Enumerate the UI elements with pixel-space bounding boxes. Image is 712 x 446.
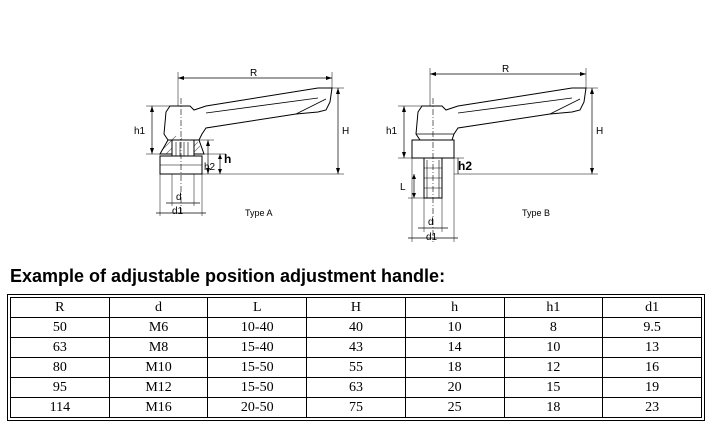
type-a-lever	[163, 87, 333, 141]
table-cell: 12	[503, 357, 604, 378]
table-row: 50 M6 10-40 40 10 8 9.5	[10, 317, 702, 338]
table-cell: 114	[10, 397, 110, 418]
type-b-dim-R: R	[502, 64, 509, 75]
type-a-dim-R: R	[250, 68, 257, 79]
table-cell: 16	[602, 357, 702, 378]
table-cell: 10-40	[207, 317, 308, 338]
table-header-row: R d L H h h1 d1	[10, 297, 702, 318]
type-b-label: Type B	[522, 208, 550, 218]
table-cell: 18	[404, 357, 505, 378]
column-header: h1	[503, 297, 604, 318]
table-cell: 18	[503, 397, 604, 418]
type-b-dim-h2: h2	[458, 159, 472, 173]
table-cell: 25	[404, 397, 505, 418]
table-cell: 63	[306, 377, 406, 398]
table-cell: 80	[10, 357, 110, 378]
table-cell: 50	[10, 317, 110, 338]
type-b-dim-d: d	[428, 217, 434, 228]
type-a-label: Type A	[245, 208, 273, 218]
type-a-dim-h1: h1	[134, 126, 146, 137]
column-header: h	[404, 297, 505, 318]
section-heading: Example of adjustable position adjustmen…	[10, 266, 446, 286]
table-cell: 15-50	[207, 357, 308, 378]
table-cell: 20-50	[207, 397, 308, 418]
table-row: 95 M12 15-50 63 20 15 19	[10, 377, 702, 398]
table-cell: 95	[10, 377, 110, 398]
column-header: d	[108, 297, 209, 318]
table-row: 114 M16 20-50 75 25 18 23	[10, 397, 702, 418]
table-cell: M8	[108, 337, 209, 358]
column-header: R	[10, 297, 110, 318]
technical-drawing: R H h1 h2 h d d1 Type A	[134, 64, 603, 243]
type-b-lever	[415, 87, 587, 141]
type-a-dim-h2: h2	[204, 162, 216, 173]
table-cell: 63	[10, 337, 110, 358]
table-cell: 75	[306, 397, 406, 418]
table-cell: 23	[602, 397, 702, 418]
type-b-dim-L: L	[400, 182, 406, 193]
table-cell: 10	[503, 337, 604, 358]
table-row: 80 M10 15-50 55 18 12 16	[10, 357, 702, 378]
table-cell: 40	[306, 317, 406, 338]
spec-table: R d L H h h1 d1 50 M6 10-40 40 10 8 9.5 …	[7, 294, 705, 421]
table-cell: 43	[306, 337, 406, 358]
column-header: L	[207, 297, 308, 318]
table-cell: 15	[503, 377, 604, 398]
table-cell: 13	[602, 337, 702, 358]
type-a-thread-insert	[171, 139, 195, 157]
type-a-drawing	[146, 72, 344, 216]
type-a-dim-d: d	[176, 192, 182, 203]
table-cell: 55	[306, 357, 406, 378]
table-cell: 19	[602, 377, 702, 398]
table-cell: M6	[108, 317, 209, 338]
table-cell: 9.5	[602, 317, 702, 338]
type-a-dim-d1: d1	[172, 206, 184, 217]
type-b-drawing	[398, 68, 598, 242]
table-cell: 15-50	[207, 377, 308, 398]
table-cell: M16	[108, 397, 209, 418]
type-b-dim-d1: d1	[426, 232, 438, 243]
table-cell: 8	[503, 317, 604, 338]
table-cell: M10	[108, 357, 209, 378]
type-a-dim-h: h	[224, 152, 231, 166]
column-header: H	[306, 297, 406, 318]
type-a-dim-H: H	[342, 126, 349, 137]
type-b-dim-h1: h1	[386, 126, 398, 137]
table-cell: 10	[404, 317, 505, 338]
table-cell: M12	[108, 377, 209, 398]
column-header: d1	[602, 297, 702, 318]
table-cell: 20	[404, 377, 505, 398]
table-cell: 15-40	[207, 337, 308, 358]
table-cell: 14	[404, 337, 505, 358]
type-b-dim-H: H	[596, 126, 603, 137]
table-row: 63 M8 15-40 43 14 10 13	[10, 337, 702, 358]
